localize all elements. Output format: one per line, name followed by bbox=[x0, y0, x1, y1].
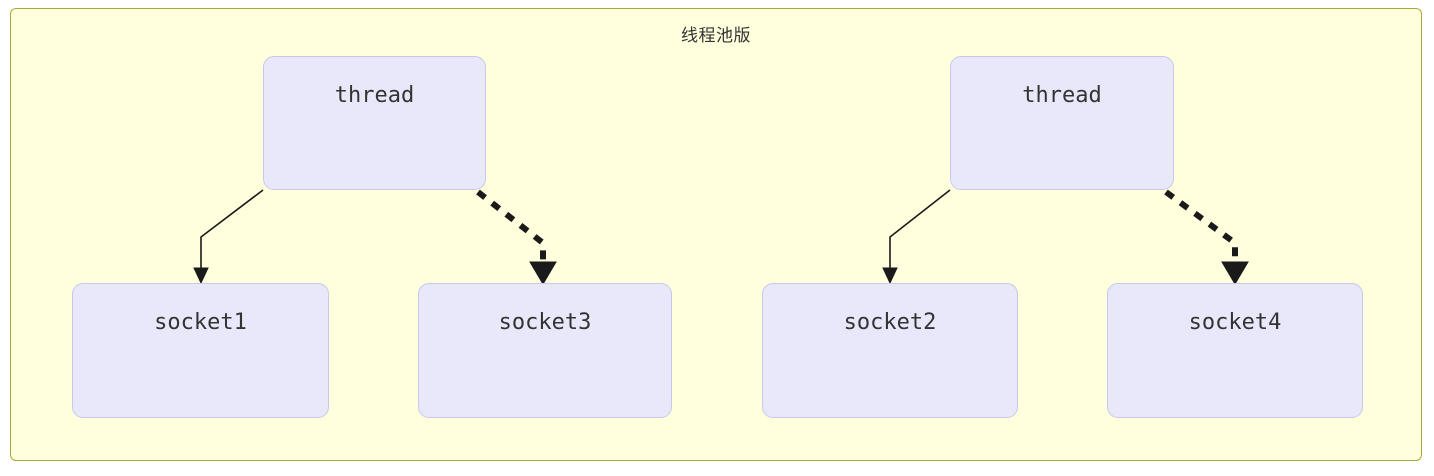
node-socket1[interactable]: socket1 bbox=[72, 283, 329, 418]
node-label: socket1 bbox=[154, 310, 247, 335]
node-socket2[interactable]: socket2 bbox=[762, 283, 1018, 418]
node-socket3[interactable]: socket3 bbox=[418, 283, 672, 418]
node-thread-1[interactable]: thread bbox=[263, 56, 486, 190]
node-thread-2[interactable]: thread bbox=[950, 56, 1174, 190]
node-label: socket4 bbox=[1188, 310, 1282, 335]
node-label: thread bbox=[1022, 83, 1102, 108]
node-label: thread bbox=[334, 83, 415, 108]
node-label: socket2 bbox=[843, 310, 937, 335]
cluster-title: 线程池版 bbox=[681, 26, 751, 45]
node-socket4[interactable]: socket4 bbox=[1107, 283, 1363, 418]
node-label: socket3 bbox=[498, 310, 592, 335]
